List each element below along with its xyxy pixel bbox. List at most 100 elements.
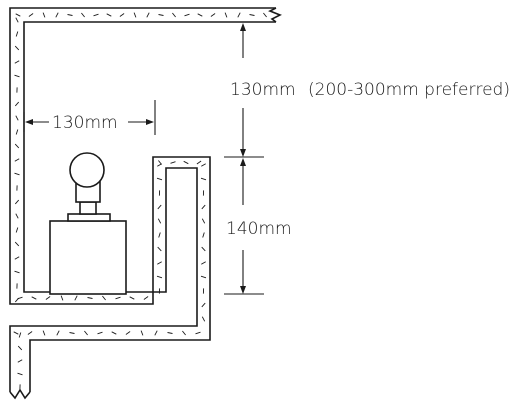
hatch-mark (42, 330, 46, 336)
hatch-mark (263, 12, 267, 18)
hatch-mark (115, 296, 121, 300)
hatch-mark (15, 129, 19, 135)
hatch-mark (201, 261, 206, 265)
rise-dimension-label: 140mm (226, 219, 292, 239)
hatch-mark (87, 297, 93, 299)
hatch-mark (237, 12, 241, 18)
hatch-mark (14, 143, 20, 149)
hatch-mark (93, 13, 99, 17)
hatch-mark (14, 60, 20, 64)
hatch-mark (158, 160, 162, 165)
hatch-mark (202, 232, 205, 238)
hatch-mark (14, 74, 20, 78)
hatch-mark (133, 12, 137, 18)
hatch-mark (143, 296, 149, 300)
hatch-mark (195, 331, 201, 335)
hatch-mark (224, 12, 228, 18)
hatch-mark (156, 275, 163, 279)
hatch-mark (197, 13, 203, 17)
hatch-mark (201, 302, 206, 308)
hatch-mark (182, 330, 186, 336)
hatch-mark (14, 101, 20, 107)
hatch-mark (170, 161, 176, 164)
hatch-mark (210, 13, 216, 17)
hatch-mark (201, 163, 206, 167)
hatch-mark (140, 330, 144, 336)
dimension-horizontal: 130mm (23, 100, 156, 135)
hatch-mark (172, 12, 176, 18)
hatch-mark (249, 14, 255, 16)
hatch-mark (201, 316, 206, 322)
unit-collar (67, 213, 111, 222)
hatch-mark (200, 177, 207, 181)
hatch-mark (111, 331, 117, 335)
hatch-mark (15, 17, 19, 23)
hatch-mark (67, 14, 73, 16)
hatch-mark (156, 177, 163, 181)
hatch-mark (15, 13, 21, 17)
hatch-mark (196, 160, 202, 165)
hatch-mark (69, 332, 75, 334)
arrowhead-right (146, 119, 154, 125)
flue-elbow (69, 152, 105, 188)
unit-neck (79, 201, 97, 215)
hatch-mark (158, 14, 164, 16)
hatch-mark (42, 12, 46, 18)
hatch-mark (125, 331, 131, 335)
hatch-mark (15, 31, 19, 37)
hatch-mark (17, 345, 23, 351)
hatch-mark (157, 246, 162, 252)
hatch-mark (184, 13, 190, 17)
hatch-mark (102, 295, 106, 301)
hatch-mark (158, 232, 161, 238)
hatch-mark (84, 330, 88, 336)
unit-body (49, 220, 127, 295)
hatch-mark (18, 332, 22, 338)
hatch-mark (15, 227, 19, 233)
hatch-mark (129, 296, 135, 300)
hatch-mark (200, 275, 207, 279)
hatch-mark (15, 115, 19, 121)
wall-enclosure (9, 7, 282, 400)
hatch-mark (14, 158, 20, 162)
hatch-mark (60, 295, 64, 301)
hatch-mark (45, 296, 51, 300)
hatch-mark (28, 13, 34, 17)
hatch-mark (17, 359, 23, 363)
hatch-mark (17, 296, 23, 300)
hatch-mark (14, 199, 20, 205)
hatch-mark (154, 330, 158, 336)
hatch-mark (27, 331, 33, 335)
hatch-mark (55, 12, 59, 18)
hatch-mark (15, 213, 19, 219)
hatch-mark (74, 295, 78, 301)
hatch-mark (81, 12, 85, 18)
hatch-mark (157, 204, 162, 210)
arrowhead-up (240, 23, 246, 31)
dimension-vertical-top: 130mm (200-300mm preferred) (224, 23, 510, 158)
dimension-vertical-rise: 140mm (224, 158, 292, 295)
wall-break-top (268, 7, 282, 23)
hatch-mark (31, 296, 37, 300)
hatch-mark (119, 13, 125, 17)
top-dimension-note: (200-300mm preferred) (308, 80, 510, 100)
wall-break-bottom (9, 388, 31, 400)
hatch-mark (13, 331, 19, 335)
hatch-mark (201, 246, 206, 252)
arrowhead-left (25, 119, 33, 125)
hatch-mark (14, 270, 20, 274)
hatch-mark (146, 12, 150, 18)
hatch-mark (201, 204, 206, 210)
flue-unit (49, 152, 127, 295)
side-dimension-label: 130mm (52, 113, 118, 133)
hatch-mark (17, 372, 23, 376)
arrowhead-rise-down (240, 286, 246, 294)
hatch-mark (14, 241, 20, 247)
wall-outer-outline (9, 7, 276, 392)
hatch-mark (97, 331, 103, 335)
hatch-mark (56, 330, 60, 336)
arrowhead-rise-up (240, 158, 246, 166)
hatch-mark (14, 172, 20, 176)
hatch-mark (106, 13, 112, 17)
